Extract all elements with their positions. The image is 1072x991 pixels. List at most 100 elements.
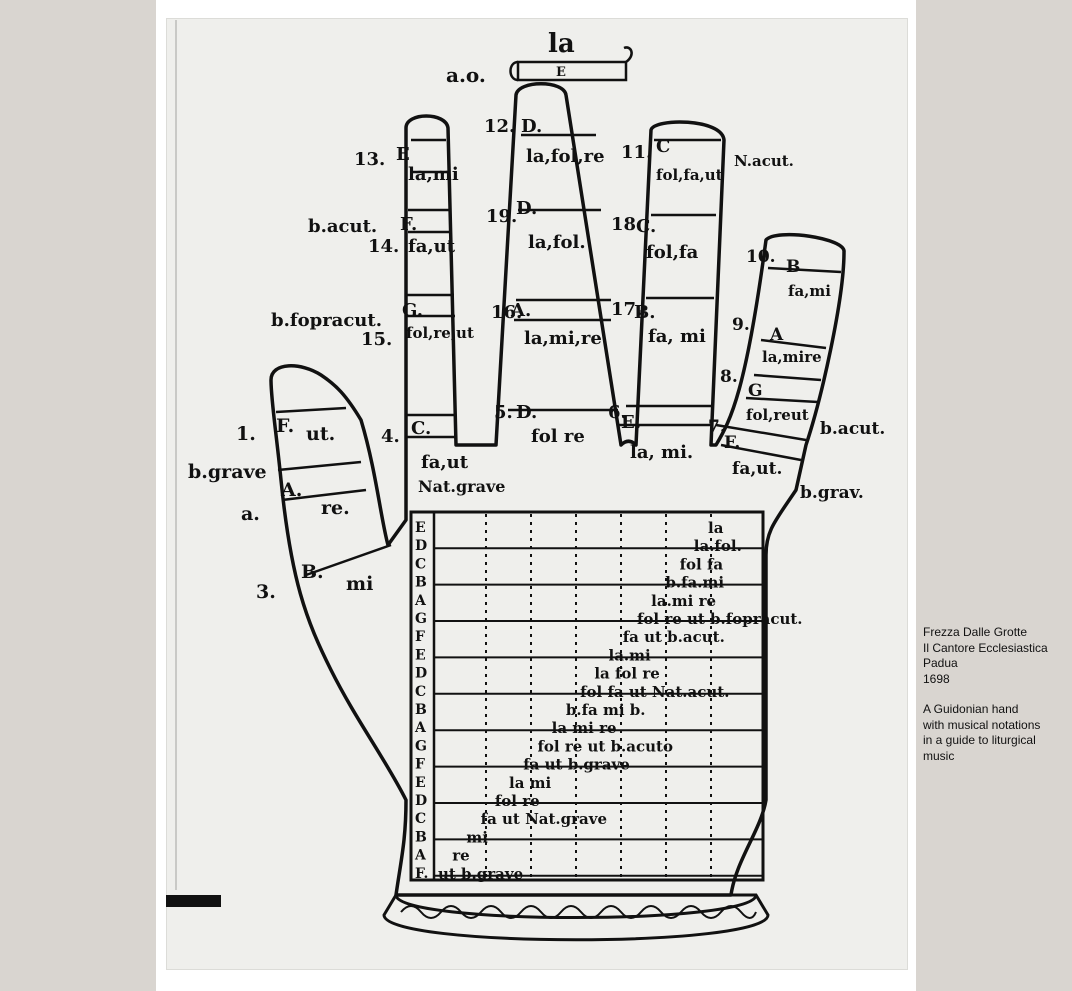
index-extra: Nat.grave (418, 477, 505, 496)
table-row-syllables: la fol re (594, 665, 659, 683)
table-row-syllables: la mi (509, 774, 552, 792)
svg-text:b.acut.: b.acut. (820, 419, 885, 439)
table-letter: C (415, 811, 426, 827)
scan-marker-bar (166, 895, 221, 907)
page-sheet: la E a.o. 1. F. ut. a. A. re. 3. B. mi b… (156, 0, 916, 991)
table-letter: A (414, 720, 427, 736)
svg-text:B: B (786, 257, 800, 277)
svg-text:a.: a. (241, 503, 260, 525)
finger-joint-lines (275, 133, 842, 577)
table-letter: F (415, 757, 425, 773)
svg-text:fol,fa,ut: fol,fa,ut (656, 166, 723, 184)
svg-text:D.: D. (521, 116, 542, 137)
svg-text:b.grav.: b.grav. (800, 483, 864, 503)
caption-description-line: A Guidonian hand (923, 702, 1019, 716)
table-letter: E (415, 647, 426, 663)
svg-text:la,mi: la,mi (408, 164, 459, 185)
table-letter: A (414, 848, 427, 864)
svg-text:19.: 19. (486, 206, 517, 227)
wrist-ornament (382, 893, 770, 942)
top-label: a.o. (446, 63, 486, 87)
svg-text:F.: F. (724, 433, 740, 453)
svg-text:F.: F. (276, 415, 294, 437)
ring-finger-labels: 11. C fol,fa,ut N.acut. 18. C. fol,fa 17… (608, 136, 794, 463)
svg-text:A.: A. (280, 479, 302, 501)
svg-text:re.: re. (321, 497, 350, 519)
caption-year: 1698 (923, 671, 950, 686)
table-row-syllables: fol re ut b.acuto (537, 737, 673, 755)
svg-text:D.: D. (516, 402, 537, 423)
svg-text:G.: G. (402, 300, 423, 321)
svg-text:12.: 12. (484, 116, 515, 137)
svg-text:fol,fa: fol,fa (646, 242, 699, 263)
table-letter: F. (415, 866, 428, 882)
hand-outline (269, 82, 846, 897)
top-banner: la E a.o. (446, 29, 633, 87)
svg-text:fa,ut: fa,ut (408, 236, 456, 257)
svg-text:fol re: fol re (531, 426, 585, 447)
svg-text:la,mire: la,mire (762, 348, 822, 366)
table-letter: E (415, 520, 426, 536)
table-row-syllables: fa ut Nat.grave (481, 810, 607, 828)
svg-text:G: G (748, 381, 763, 401)
svg-text:14.: 14. (368, 236, 399, 257)
table-row-syllables: b.fa.mi (665, 574, 724, 592)
table-row-syllables: la.mi (609, 646, 652, 664)
index-finger-labels: 13. E la,mi 14. F. fa,ut b.acut. 15. G. … (271, 144, 505, 496)
table-row-syllables: fol fa (680, 555, 724, 573)
table-letter: F (415, 629, 425, 645)
svg-text:4.: 4. (381, 426, 400, 447)
table-row-syllables: la (708, 519, 724, 537)
table-row-syllables: mi (466, 828, 488, 846)
svg-text:fa,mi: fa,mi (788, 282, 831, 300)
table-letter: B (415, 575, 427, 591)
caption-place: Padua (923, 656, 958, 670)
svg-text:E: E (396, 144, 410, 165)
svg-text:D.: D. (516, 198, 537, 219)
svg-text:5.: 5. (494, 402, 513, 423)
caption-title: Il Cantore Ecclesiastica (923, 640, 1048, 655)
svg-text:16.: 16. (491, 302, 522, 323)
svg-text:b.fopracut.: b.fopracut. (271, 310, 382, 331)
svg-text:b.acut.: b.acut. (308, 216, 377, 237)
table-letter: B (415, 829, 427, 845)
svg-text:A.: A. (510, 300, 531, 321)
table-row-syllables: fa ut b.acut. (623, 628, 725, 646)
svg-text:15.: 15. (361, 329, 392, 350)
svg-text:F.: F. (400, 214, 417, 235)
svg-text:9.: 9. (732, 315, 750, 335)
svg-text:fa,ut.: fa,ut. (732, 459, 782, 479)
svg-text:10.: 10. (746, 247, 776, 267)
svg-text:fa,ut: fa,ut (421, 452, 469, 473)
svg-text:7.: 7. (708, 417, 726, 437)
svg-text:la,fol.: la,fol. (528, 232, 586, 253)
svg-text:B.: B. (634, 302, 655, 323)
svg-text:3.: 3. (256, 581, 276, 603)
scanned-plate-background (166, 18, 908, 970)
table-letter: E (415, 775, 426, 791)
table-letter: C (415, 684, 426, 700)
table-row-syllables: la.fol. (694, 537, 742, 555)
svg-text:mi: mi (346, 573, 373, 595)
thumb-side-label: b.grave (188, 461, 267, 483)
svg-text:C.: C. (411, 418, 431, 439)
svg-text:8.: 8. (720, 367, 738, 387)
svg-text:B.: B. (301, 561, 324, 583)
svg-text:C.: C. (636, 216, 656, 237)
caption-description-line: with musical notations (923, 717, 1041, 732)
caption-description-line: music (923, 748, 955, 763)
table-row-syllables: la.mi re (651, 592, 716, 610)
table-letter: G (415, 611, 427, 627)
svg-text:E.: E. (621, 412, 641, 433)
table-letter: D (415, 538, 427, 554)
table-letter: A (414, 593, 427, 609)
svg-text:A: A (769, 325, 784, 345)
table-row-syllables: fol fa ut Nat.acut. (580, 683, 729, 701)
svg-text:la,mi,re: la,mi,re (524, 328, 602, 349)
table-letter: B (415, 702, 427, 718)
svg-text:13.: 13. (354, 149, 385, 170)
table-row-syllables: b.fa mi b. (566, 701, 646, 719)
table-letter: D (415, 793, 427, 809)
